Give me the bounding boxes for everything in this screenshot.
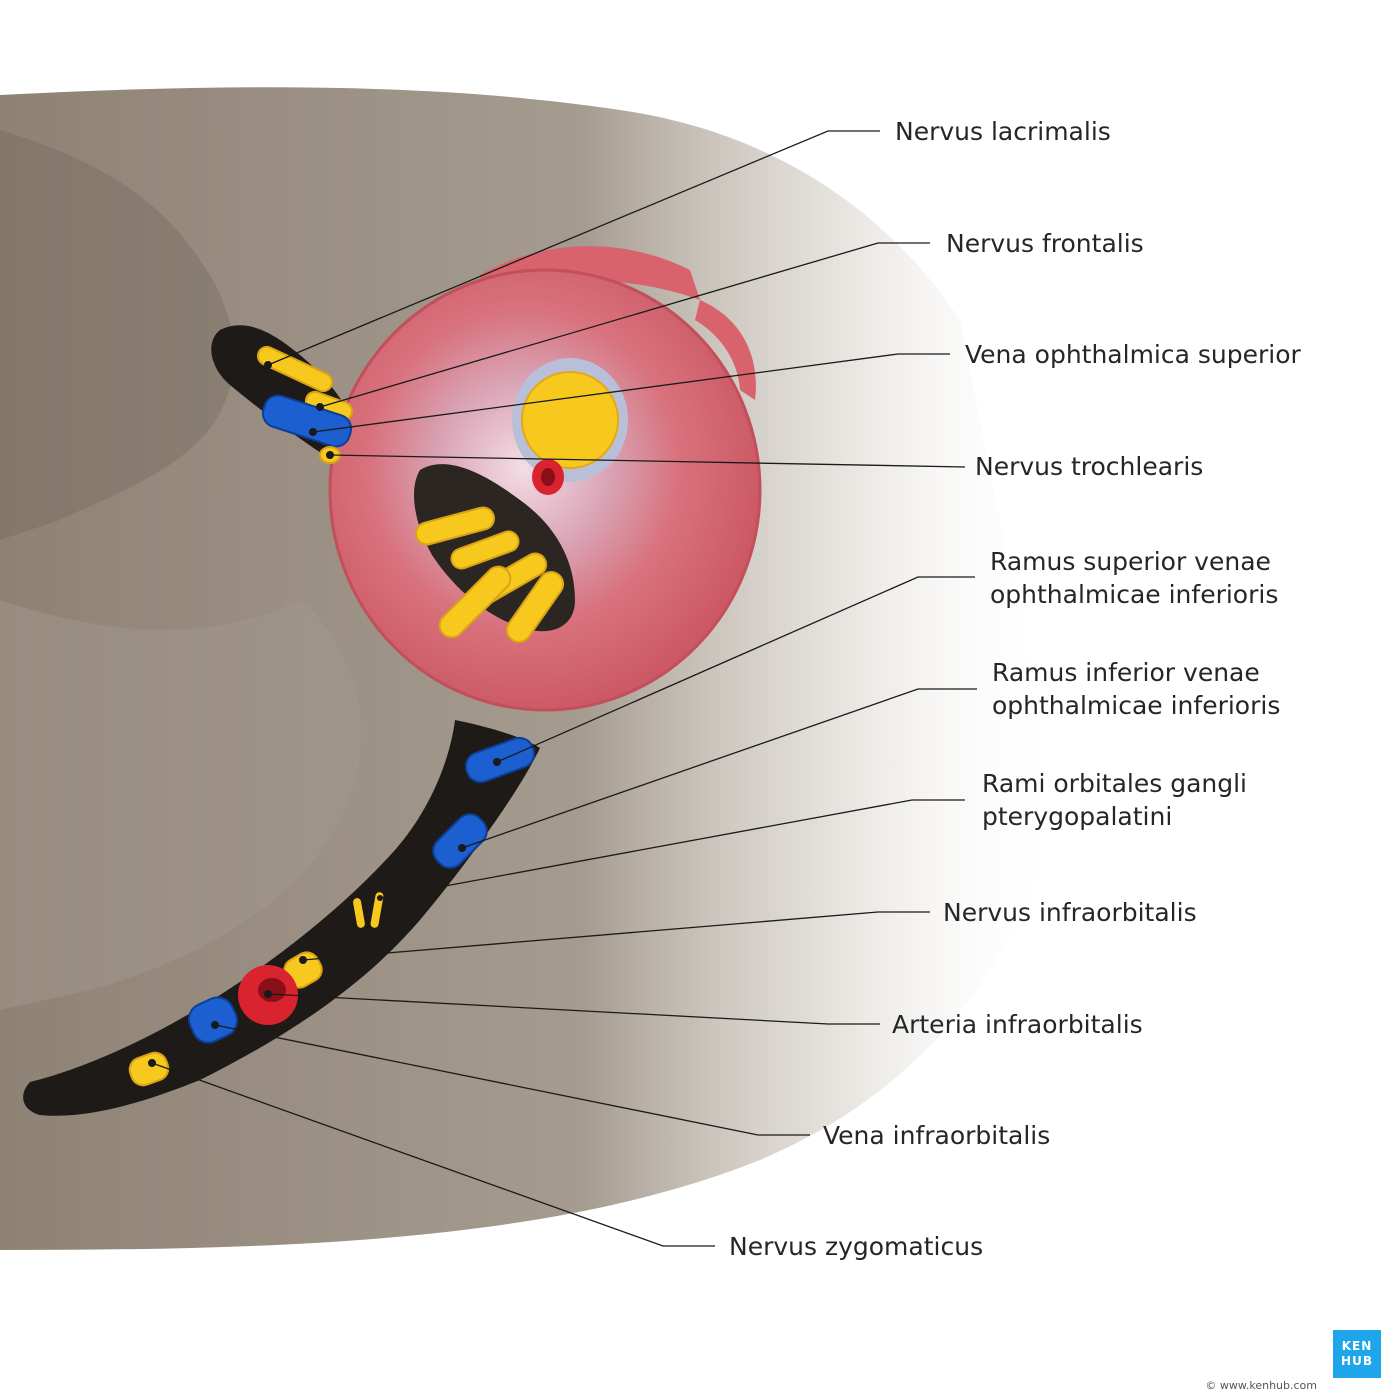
label-ramus-inferior-line1: Ramus inferior venae bbox=[992, 658, 1260, 687]
leader-nervus-zygomaticus bbox=[151, 1062, 715, 1247]
label-rami-orbitales-line1: Rami orbitales gangli bbox=[982, 769, 1247, 798]
label-nervus-lacrimalis: Nervus lacrimalis bbox=[895, 117, 1111, 146]
label-nervus-trochlearis: Nervus trochlearis bbox=[975, 452, 1204, 481]
copyright-url: © www.kenhub.com bbox=[1205, 1379, 1317, 1392]
label-ramus-inferior-venae: Ramus inferior venae ophthalmicae inferi… bbox=[992, 656, 1280, 722]
leader-nervus-lacrimalis bbox=[267, 130, 880, 366]
leader-nervus-trochlearis bbox=[329, 454, 966, 468]
leader-vena-ophthalmica-superior bbox=[312, 353, 950, 433]
label-nervus-zygomaticus: Nervus zygomaticus bbox=[729, 1232, 984, 1261]
leader-rami-orbitales bbox=[379, 799, 965, 899]
label-nervus-infraorbitalis: Nervus infraorbitalis bbox=[943, 898, 1197, 927]
leader-ramus-inferior bbox=[461, 688, 977, 849]
label-ramus-superior-line1: Ramus superior venae bbox=[990, 547, 1271, 576]
logo-line2: HUB bbox=[1341, 1354, 1373, 1368]
leader-dots bbox=[148, 361, 501, 1067]
leader-vena-infraorbitalis bbox=[214, 1024, 810, 1136]
leader-nervus-infraorbitalis bbox=[302, 911, 930, 961]
optic-nerve bbox=[521, 371, 619, 469]
label-nervus-frontalis: Nervus frontalis bbox=[946, 229, 1144, 258]
label-rami-orbitales-line2: pterygopalatini bbox=[982, 802, 1173, 831]
label-vena-ophthalmica-superior: Vena ophthalmica superior bbox=[965, 340, 1301, 369]
logo-line1: KEN bbox=[1341, 1339, 1373, 1353]
leader-nervus-frontalis bbox=[319, 242, 930, 408]
nerves-in-ring bbox=[414, 506, 565, 643]
iof-structures bbox=[128, 736, 536, 1087]
label-ramus-superior-line2: ophthalmicae inferioris bbox=[990, 580, 1279, 609]
sof-structures bbox=[256, 345, 354, 464]
leader-lines bbox=[151, 130, 977, 1247]
leader-arteria-infraorbitalis bbox=[267, 993, 880, 1025]
kenhub-logo: KEN HUB bbox=[1333, 1330, 1381, 1378]
label-ramus-superior-venae: Ramus superior venae ophthalmicae inferi… bbox=[990, 545, 1278, 611]
label-ramus-inferior-line2: ophthalmicae inferioris bbox=[992, 691, 1281, 720]
label-vena-infraorbitalis: Vena infraorbitalis bbox=[823, 1121, 1051, 1150]
label-rami-orbitales: Rami orbitales gangli pterygopalatini bbox=[982, 767, 1247, 833]
leader-ramus-superior bbox=[496, 576, 975, 763]
label-arteria-infraorbitalis: Arteria infraorbitalis bbox=[892, 1010, 1143, 1039]
